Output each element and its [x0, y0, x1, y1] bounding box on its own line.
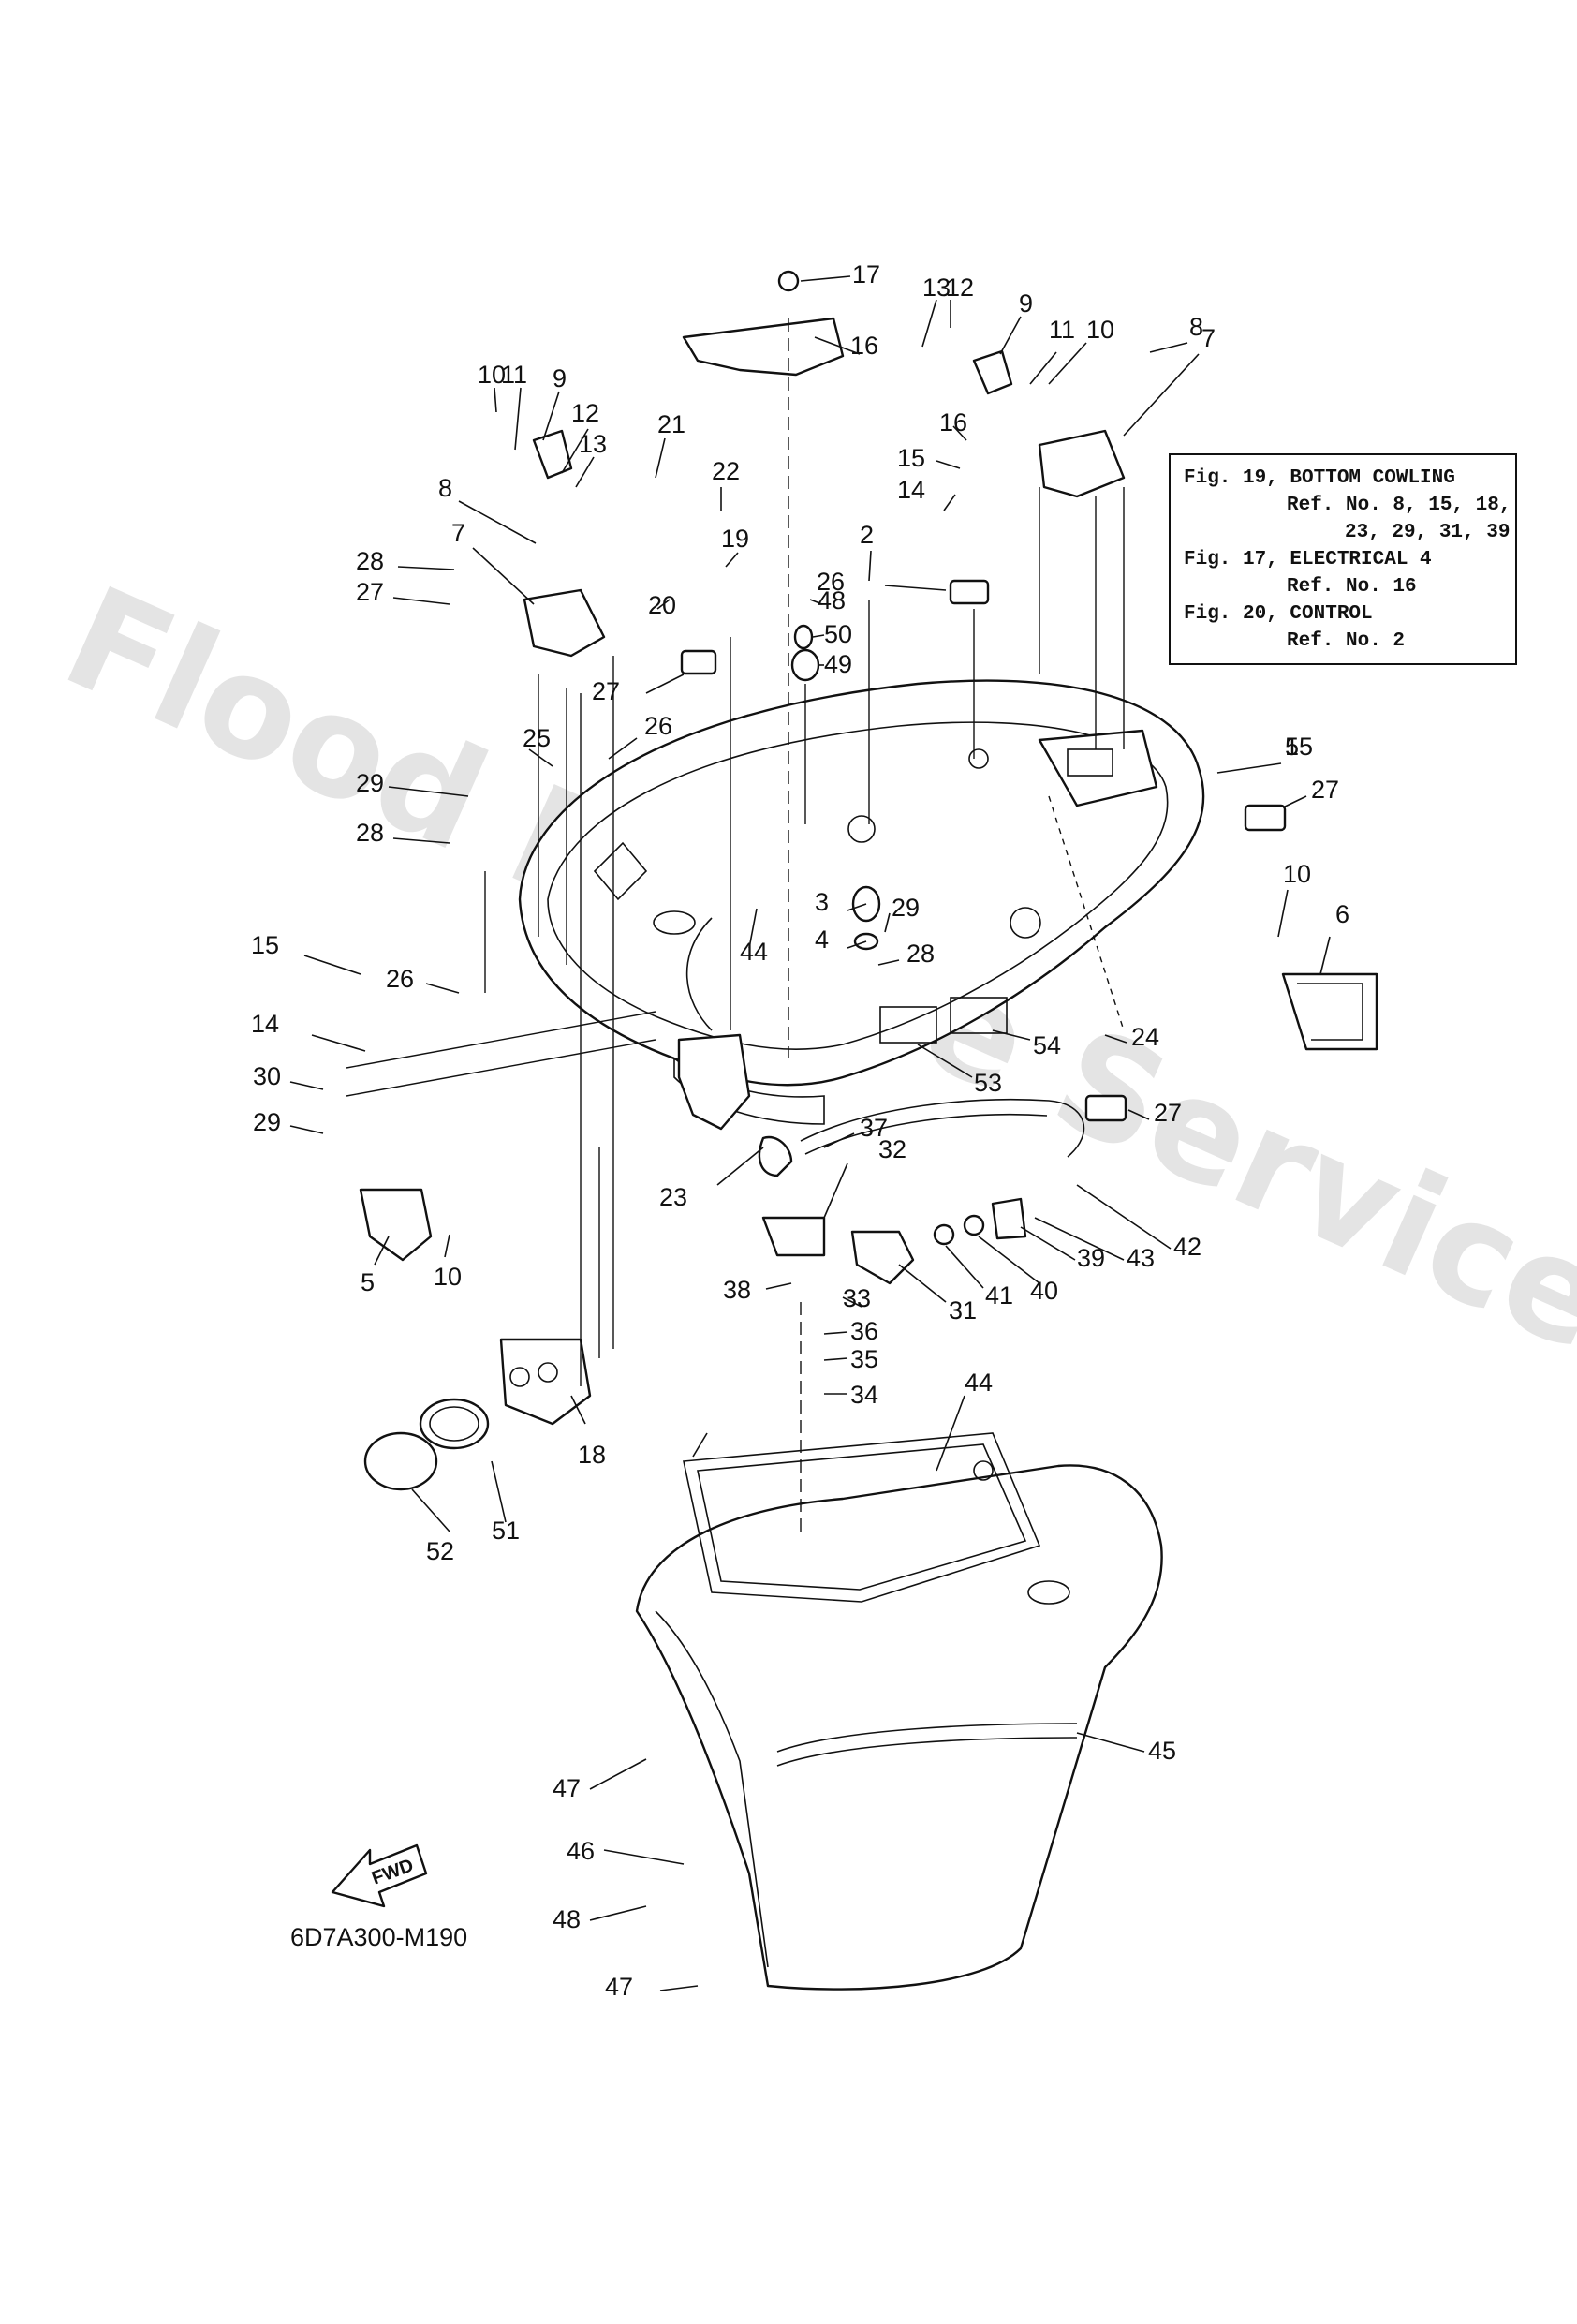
- leader-lines: [289, 275, 1331, 1991]
- callout-18: 18: [578, 1441, 606, 1469]
- callout-55: 55: [1285, 733, 1313, 761]
- callout-12: 12: [571, 399, 599, 427]
- callout-10: 10: [434, 1263, 462, 1291]
- ref-line-2: Ref. No. 8, 15, 18,: [1287, 495, 1511, 516]
- callout-12: 12: [946, 274, 974, 302]
- callout-14: 14: [897, 476, 925, 504]
- cable-grommet-assembly: [677, 1033, 1085, 1177]
- callout-27: 27: [1154, 1099, 1182, 1127]
- callout-51: 51: [492, 1517, 520, 1545]
- reference-box: Fig. 19, BOTTOM COWLING Ref. No. 8, 15, …: [1169, 453, 1517, 665]
- callout-28: 28: [906, 940, 935, 968]
- callout-9: 9: [553, 364, 567, 392]
- callout-11: 11: [501, 361, 527, 389]
- callout-11: 11: [1049, 316, 1075, 344]
- callout-21: 21: [657, 410, 685, 438]
- callout-50: 50: [824, 620, 852, 648]
- callout-40: 40: [1030, 1277, 1058, 1305]
- callout-13: 13: [579, 430, 607, 458]
- callout-48: 48: [553, 1905, 581, 1933]
- callout-26: 26: [644, 712, 672, 740]
- callout-37: 37: [860, 1114, 888, 1142]
- callout-44: 44: [965, 1369, 993, 1397]
- callout-43: 43: [1127, 1244, 1155, 1272]
- callout-41: 41: [985, 1281, 1013, 1310]
- callout-10: 10: [1086, 316, 1114, 344]
- callout-49: 49: [824, 650, 852, 678]
- callout-29: 29: [892, 894, 920, 922]
- callout-10: 10: [478, 361, 506, 389]
- callout-28: 28: [356, 819, 384, 847]
- ref-line-7: Ref. No. 2: [1287, 630, 1406, 652]
- callout-10: 10: [1283, 860, 1311, 888]
- callout-48: 48: [818, 586, 846, 614]
- bottom-cowling-tray: [518, 679, 1205, 1125]
- diagram-code: 6D7A300-M190: [290, 1923, 468, 1951]
- callout-13: 13: [922, 274, 951, 302]
- callout-30: 30: [253, 1062, 281, 1090]
- callout-16: 16: [850, 332, 878, 360]
- callout-53: 53: [974, 1069, 1002, 1097]
- callout-2: 2: [860, 521, 874, 549]
- callout-17: 17: [852, 260, 880, 289]
- callout-7: 7: [1201, 324, 1216, 352]
- ref-line-6: Fig. 20, CONTROL: [1184, 603, 1373, 625]
- callout-19: 19: [721, 525, 749, 553]
- callout-5: 5: [361, 1268, 375, 1296]
- callout-42: 42: [1173, 1233, 1201, 1261]
- callout-34: 34: [850, 1381, 878, 1409]
- callout-24: 24: [1131, 1023, 1159, 1051]
- ref-line-3: 23, 29, 31, 39: [1345, 522, 1511, 543]
- callout-28: 28: [356, 547, 384, 575]
- callout-32: 32: [878, 1135, 906, 1163]
- callout-25: 25: [523, 724, 551, 752]
- callout-38: 38: [723, 1276, 751, 1304]
- callout-22: 22: [712, 457, 740, 485]
- callout-44: 44: [740, 938, 768, 966]
- callout-15: 15: [251, 931, 279, 959]
- callout-36: 36: [850, 1317, 878, 1345]
- fwd-arrow-icon: FWD: [331, 1843, 428, 1908]
- callout-39: 39: [1077, 1244, 1105, 1272]
- callout-29: 29: [356, 769, 384, 797]
- callout-29: 29: [253, 1108, 281, 1136]
- callout-1: 1: [1285, 733, 1299, 761]
- ref-line-5: Ref. No. 16: [1287, 576, 1417, 598]
- lower-cowling: [635, 1432, 1163, 1991]
- callout-27: 27: [592, 677, 620, 705]
- callout-20: 20: [648, 591, 676, 619]
- callout-3: 3: [815, 888, 829, 916]
- callout-15: 15: [897, 444, 925, 472]
- callout-4: 4: [815, 925, 829, 954]
- callout-8: 8: [1189, 313, 1203, 341]
- callout-14: 14: [251, 1010, 279, 1038]
- callout-45: 45: [1148, 1737, 1176, 1765]
- callout-7: 7: [451, 519, 465, 547]
- small-parts: [359, 270, 1378, 1491]
- callout-26: 26: [386, 965, 414, 993]
- callout-26: 26: [817, 568, 845, 596]
- ref-line-4: Fig. 17, ELECTRICAL 4: [1184, 549, 1432, 570]
- callout-16: 16: [939, 408, 967, 437]
- callout-47: 47: [605, 1973, 633, 2001]
- callout-33: 33: [843, 1284, 871, 1312]
- callout-46: 46: [567, 1837, 595, 1865]
- callout-23: 23: [659, 1183, 687, 1211]
- callout-8: 8: [438, 474, 452, 502]
- callout-35: 35: [850, 1345, 878, 1373]
- callout-47: 47: [553, 1774, 581, 1802]
- callout-9: 9: [1019, 289, 1033, 318]
- callout-52: 52: [426, 1537, 454, 1565]
- alignment-guides: [346, 318, 1125, 1536]
- callout-31: 31: [949, 1296, 977, 1325]
- callout-6: 6: [1335, 900, 1349, 928]
- callout-27: 27: [356, 578, 384, 606]
- callout-27: 27: [1311, 776, 1339, 804]
- callout-54: 54: [1033, 1031, 1061, 1059]
- ref-line-1: Fig. 19, BOTTOM COWLING: [1184, 467, 1455, 489]
- callout-labels: 1234567788991010101011111212131314141515…: [251, 260, 1349, 2001]
